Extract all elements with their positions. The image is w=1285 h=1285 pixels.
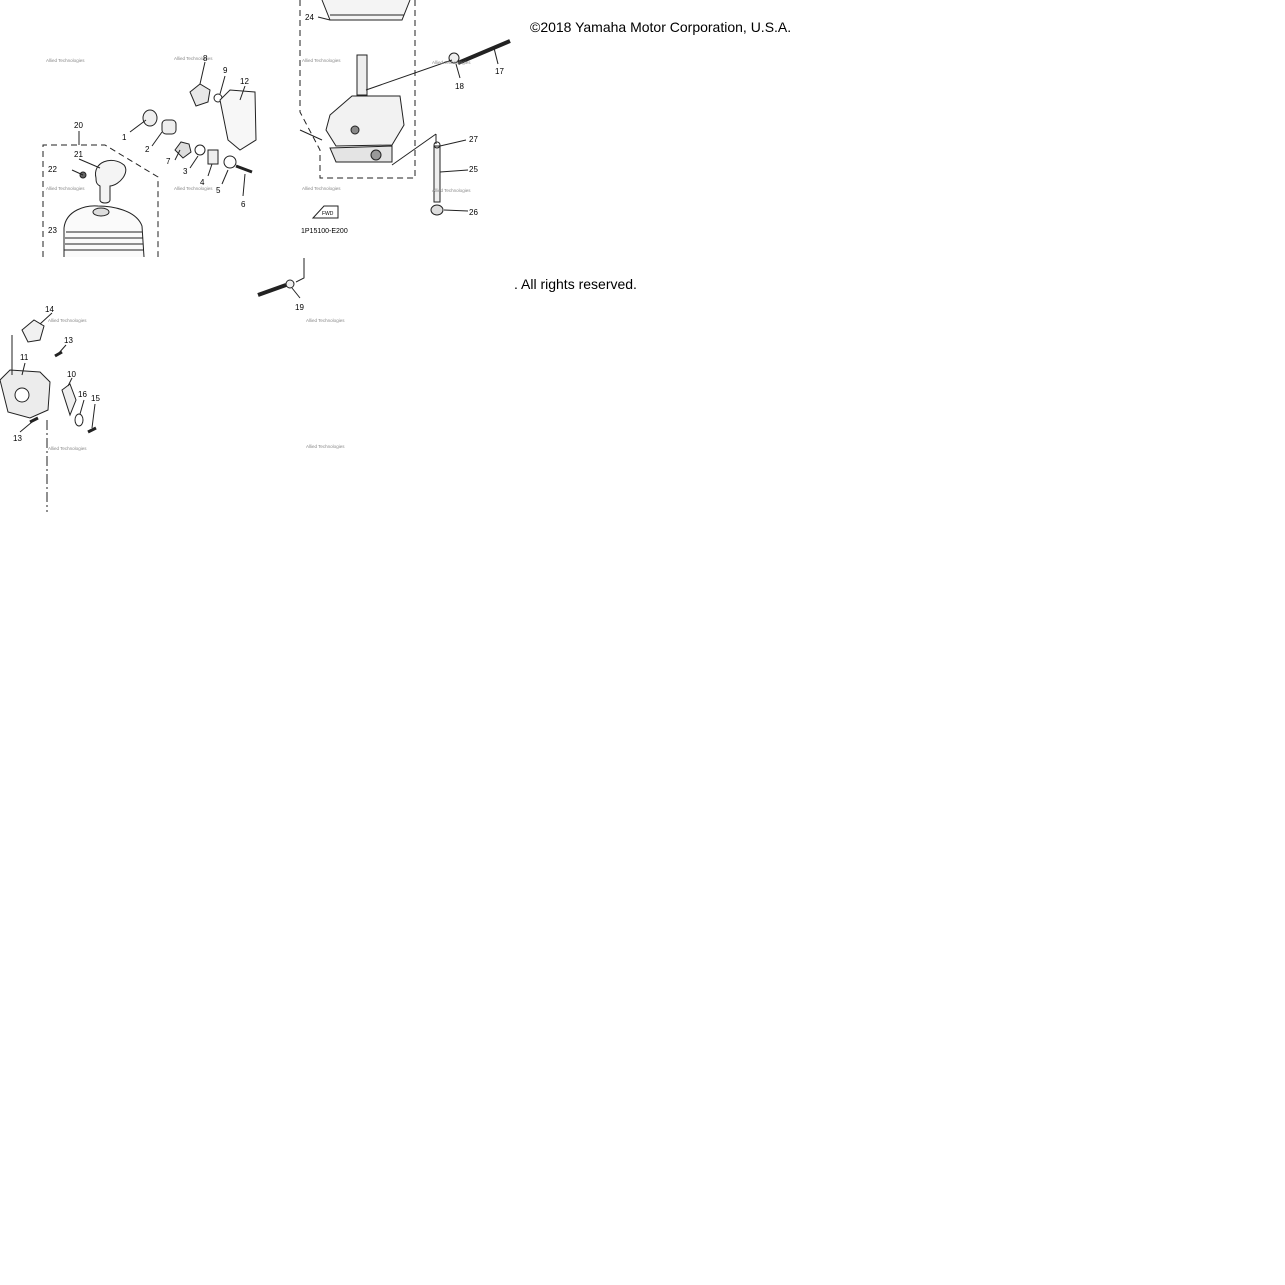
group-box-24 [299, 0, 416, 179]
cable-17 [365, 39, 511, 91]
label-20: 20 [74, 121, 83, 130]
label-13b: 13 [13, 434, 22, 443]
label-2: 2 [145, 145, 150, 154]
watermarks: Allied Technologies Allied Technologies … [46, 56, 471, 451]
shift-lever-assembly [299, 54, 437, 166]
label-13a: 13 [64, 336, 73, 345]
lower-bracket-assembly [0, 319, 97, 512]
label-27: 27 [469, 135, 478, 144]
label-4: 4 [200, 178, 205, 187]
label-22: 22 [48, 165, 57, 174]
label-12: 12 [240, 77, 249, 86]
label-18: 18 [455, 82, 464, 91]
label-15: 15 [91, 394, 100, 403]
shift-knob [95, 160, 127, 204]
label-3: 3 [183, 167, 188, 176]
label-5: 5 [216, 186, 221, 195]
label-26: 26 [469, 208, 478, 217]
label-25: 25 [469, 165, 478, 174]
label-10: 10 [67, 370, 76, 379]
label-21: 21 [74, 150, 83, 159]
svg-text:Allied Technologies: Allied Technologies [174, 186, 213, 191]
svg-text:Allied Technologies: Allied Technologies [302, 186, 341, 191]
label-1: 1 [122, 133, 127, 142]
leader-lines [19, 16, 499, 433]
part-labels: 1 2 7 3 4 5 6 8 9 12 20 21 22 23 24 17 1… [13, 13, 504, 443]
svg-text:Allied Technologies: Allied Technologies [306, 444, 345, 449]
svg-text:Allied Technologies: Allied Technologies [302, 58, 341, 63]
svg-text:Allied Technologies: Allied Technologies [174, 56, 213, 61]
label-6: 6 [241, 200, 246, 209]
fwd-text: FWD [322, 211, 334, 217]
plate-12 [219, 89, 257, 151]
label-8: 8 [203, 54, 208, 63]
svg-text:Allied Technologies: Allied Technologies [432, 188, 471, 193]
label-16: 16 [78, 390, 87, 399]
svg-text:Allied Technologies: Allied Technologies [306, 318, 345, 323]
svg-text:Allied Technologies: Allied Technologies [46, 186, 85, 191]
label-17: 17 [495, 67, 504, 76]
label-24: 24 [305, 13, 314, 22]
rod-25 [430, 141, 444, 216]
svg-text:Allied Technologies: Allied Technologies [48, 318, 87, 323]
bolt-22 [71, 169, 87, 179]
group-box-20 [42, 144, 159, 257]
label-7: 7 [166, 157, 171, 166]
label-19: 19 [295, 303, 304, 312]
boot-23 [63, 205, 145, 258]
fwd-symbol [311, 205, 339, 219]
cable-end-19 [257, 258, 305, 297]
label-9: 9 [223, 66, 228, 75]
parts-1-7 [142, 83, 253, 174]
svg-text:Allied Technologies: Allied Technologies [48, 446, 87, 451]
copyright-line-1: ©2018 Yamaha Motor Corporation, U.S.A. [530, 19, 792, 35]
copyright-line-2: . All rights reserved. [514, 276, 637, 292]
svg-text:Allied Technologies: Allied Technologies [432, 60, 471, 65]
figure-code: 1P15100-E200 [301, 228, 348, 235]
label-11: 11 [20, 353, 29, 362]
svg-text:Allied Technologies: Allied Technologies [46, 58, 85, 63]
label-14: 14 [45, 305, 54, 314]
housing-24 [321, 0, 411, 21]
label-23: 23 [48, 226, 57, 235]
